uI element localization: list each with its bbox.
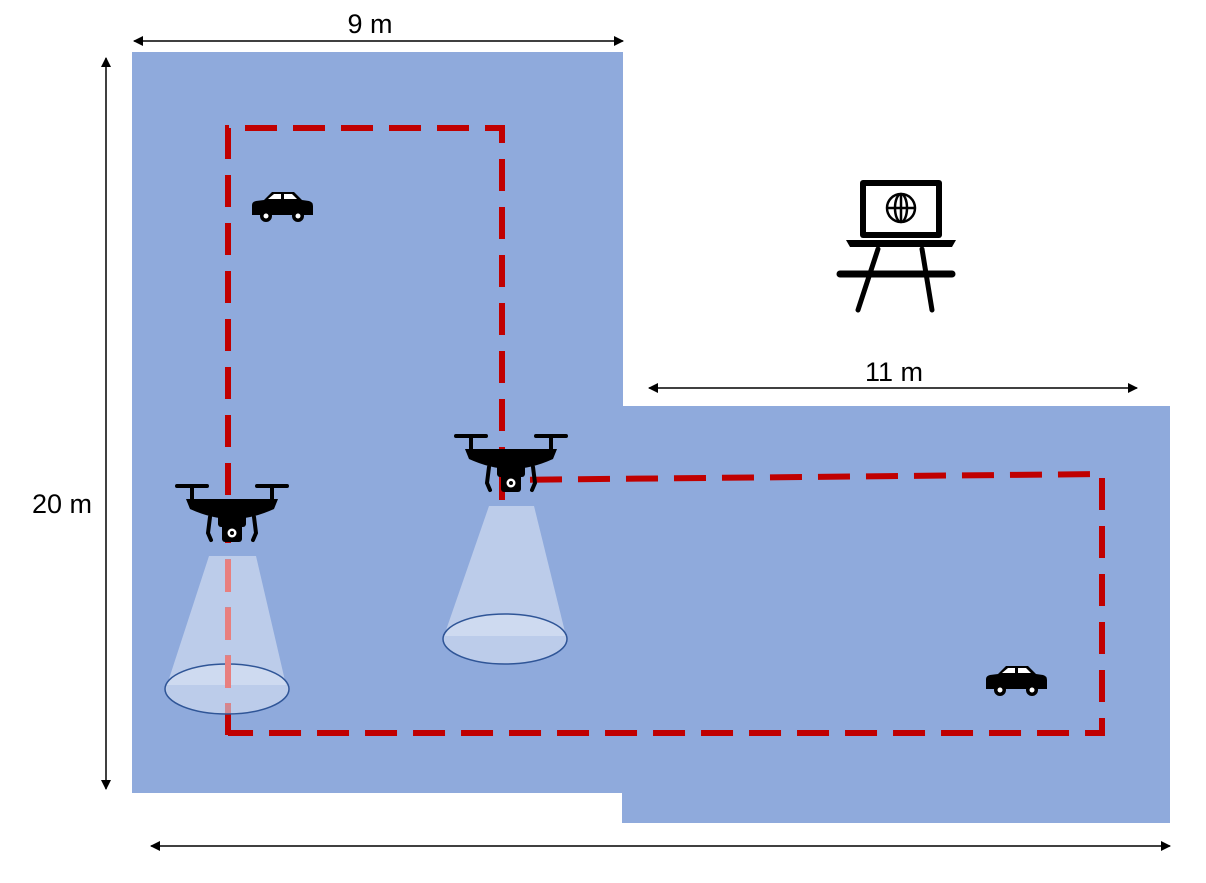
flight-path-left [225,125,505,735]
globe-icon [885,192,917,224]
dimension-arrows [101,36,1171,851]
laptop-icon [846,180,956,247]
dimension-label-height: 20 m [32,489,92,519]
ground-station [836,180,956,313]
surveillance-area [132,52,1170,823]
dimension-label-top: 9 m [347,9,392,39]
camera-beam-right [442,506,568,665]
dimension-label-right: 11 m [865,357,923,387]
table-icon [836,246,956,313]
